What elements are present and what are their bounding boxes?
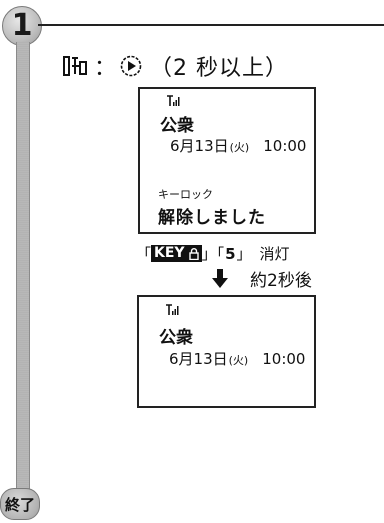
play-button-icon <box>120 55 142 77</box>
instruction-colon: ： <box>94 56 117 81</box>
phone-display-before: 公衆 6月13日(火) 10:00 キーロック 解除しました <box>138 87 316 234</box>
lock-icon <box>188 247 199 260</box>
bracket-middle: 」「 <box>201 245 225 263</box>
unlock-message: 解除しました <box>158 208 266 228</box>
instruction-line: ： （2 秒以上） <box>62 52 289 81</box>
date-time: 6月13日(火) 10:00 <box>170 135 306 156</box>
date-value: 6月13日 <box>169 350 228 368</box>
weekday-value: (火) <box>229 141 250 154</box>
step-vertical-bar <box>16 42 30 492</box>
key-button-icon <box>63 56 87 76</box>
lights-off-status: 消灯 <box>259 245 290 263</box>
date-time: 6月13日(火) 10:00 <box>169 348 305 369</box>
key-lamp-label: KEY <box>151 245 202 262</box>
elapsed-time-label: 約2秒後 <box>250 271 312 291</box>
header-rule <box>38 24 384 26</box>
transition-row: 約2秒後 <box>212 266 312 291</box>
time-value: 10:00 <box>263 137 307 155</box>
step-number-badge: 1 <box>2 6 42 46</box>
bracket-close: 」 <box>236 245 252 263</box>
phone-display-after: 公衆 6月13日(火) 10:00 <box>137 295 316 408</box>
date-value: 6月13日 <box>170 137 229 155</box>
bracket-open: 「 <box>136 245 152 263</box>
indicator-lights-line: 「 KEY 」「 5 」 消灯 <box>136 243 290 264</box>
end-badge: 終了 <box>0 488 40 520</box>
carrier-label: 公衆 <box>160 116 194 136</box>
step-number: 1 <box>11 8 33 43</box>
weekday-value: (火) <box>228 354 249 367</box>
time-value: 10:00 <box>262 350 306 368</box>
down-arrow-icon <box>212 268 228 288</box>
five-key-lamp: 5 <box>225 244 236 263</box>
instruction-duration: （2 秒以上） <box>150 56 289 81</box>
antenna-signal-icon <box>167 95 180 106</box>
antenna-signal-icon <box>166 304 179 315</box>
carrier-label: 公衆 <box>159 328 193 348</box>
key-lock-label: キーロック <box>158 188 213 201</box>
key-lamp-text: KEY <box>154 245 185 261</box>
